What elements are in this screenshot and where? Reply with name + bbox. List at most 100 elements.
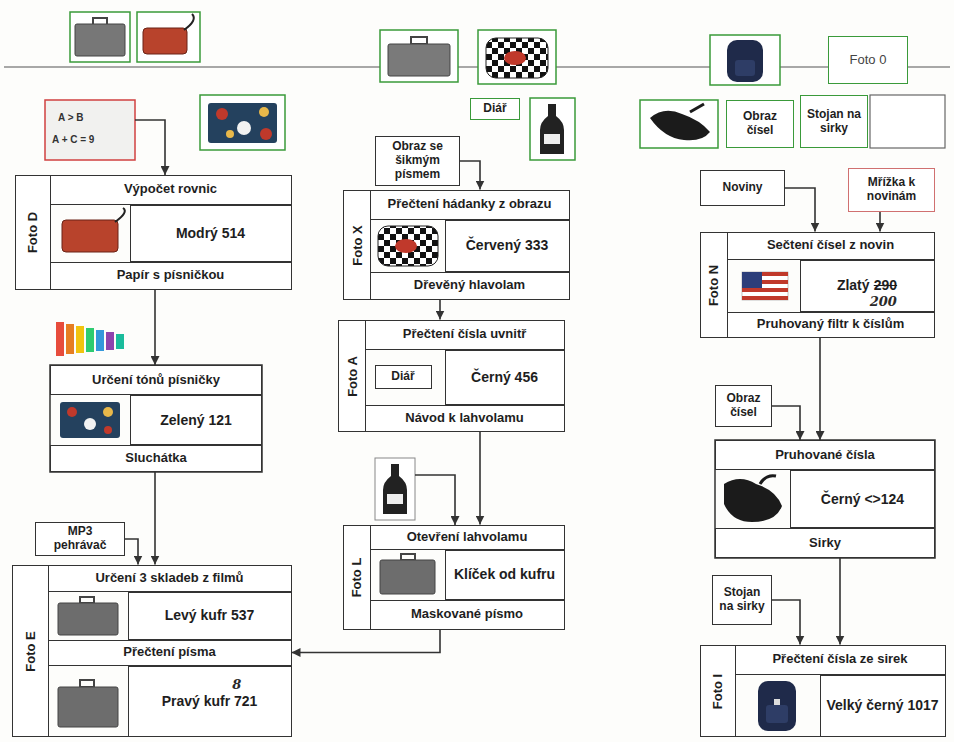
lock-text: Levý kufr 537 (165, 607, 255, 623)
note-text: Stojan na sirky (717, 586, 767, 614)
suitcase-photo (70, 12, 130, 62)
backpack-photo (774, 699, 780, 705)
suitcase-photo (58, 597, 118, 635)
equation-text: A > B (58, 112, 83, 123)
note-text: Mřížka k novinám (853, 176, 930, 204)
xylophone-photo (106, 332, 114, 350)
task-header: Přečtení hádanky z obrazu (370, 190, 570, 220)
flag-photo (742, 288, 788, 292)
equation-paper-photo (45, 100, 135, 160)
suitcase-photo (380, 30, 458, 82)
tin-box-photo (208, 103, 277, 143)
note-box: Obraz čísel (726, 100, 794, 148)
task-text: Sečtení čísel z novin (767, 238, 894, 253)
pouch-photo (137, 12, 200, 62)
note-box: Stojan na sirky (800, 95, 868, 148)
backpack-photo (727, 40, 763, 82)
task-text: Pruhované čísla (775, 448, 875, 463)
picture-arrow (135, 120, 165, 175)
task-header: Otevření lahvolamu (370, 525, 565, 550)
result-text: Přečtení písma (123, 645, 216, 660)
result-footer: Přečtení písma (48, 640, 292, 666)
result-footer: Papír s písničkou (50, 262, 292, 290)
checker-bag-photo (395, 239, 417, 253)
tin-box-photo (84, 418, 96, 430)
backpack-photo (758, 681, 796, 731)
suitcase-photo (58, 680, 118, 727)
result-footer: Návod k lahvolamu (365, 405, 565, 432)
suitcase-photo (80, 680, 94, 687)
lock-text: Pravý kufr 721 (162, 693, 258, 709)
photo-tab-text: Foto E (23, 631, 38, 671)
suitcase-photo (401, 554, 415, 560)
photo-tab-text: Foto N (707, 264, 722, 305)
flag-photo (742, 272, 762, 288)
flow-arrow (460, 161, 480, 190)
task-text: Výpočet rovnic (124, 182, 217, 197)
flag-photo (742, 272, 788, 300)
result-footer: Maskované písmo (370, 600, 565, 630)
note-box: Noviny (700, 170, 785, 206)
photo-tab: Foto E (13, 566, 49, 736)
task-text: Určení tónů písničky (92, 373, 220, 388)
lock-value: Červený 333 (445, 220, 570, 272)
backpack-photo (710, 35, 780, 85)
task-header: Určení 3 skladeb z filmů (48, 565, 292, 592)
flow-arrow (292, 630, 441, 653)
backpack-photo (710, 35, 780, 85)
lock-text: Červený 333 (466, 237, 549, 253)
tin-box-photo (237, 121, 251, 135)
result-text: Sirky (809, 536, 841, 551)
result-text: Návod k lahvolamu (405, 411, 523, 426)
backpack-photo (758, 681, 796, 731)
photo-tab-text: Foto D (26, 212, 41, 253)
photo-tab: Foto D (16, 176, 51, 289)
note-text: Noviny (722, 181, 762, 195)
task-header: Výpočet rovnic (50, 175, 292, 205)
matches-photo (640, 100, 718, 148)
photo-tab: Foto X (344, 191, 371, 299)
tin-box-photo (200, 95, 285, 150)
flag-photo (742, 296, 788, 300)
suitcase-photo (388, 44, 450, 76)
photo-tab-text: Foto L (350, 558, 365, 598)
pouch-photo (62, 208, 125, 252)
lock-text: Černý <>124 (821, 491, 904, 507)
backpack-photo (766, 705, 788, 723)
task-text: Určení 3 skladeb z filmů (95, 571, 243, 586)
note-text: Obraz čísel (720, 392, 767, 420)
bottle-photo (544, 134, 560, 144)
checker-bag-photo (504, 51, 526, 65)
flow-arrow (439, 300, 441, 320)
flow-arrow (479, 432, 481, 525)
divider-line (4, 66, 950, 67)
result-footer: Dřevěný hlavolam (370, 272, 570, 300)
lock-text: Zelený 121 (160, 412, 232, 428)
black-bag-photo (760, 476, 776, 484)
tin-box-photo (260, 128, 272, 140)
tin-box-photo (60, 402, 120, 438)
empty-photo-frame (870, 95, 945, 148)
pouch-photo (62, 220, 118, 252)
task-header: Přečtení čísla uvnitř (365, 320, 565, 350)
xylophone-photo (56, 322, 124, 356)
lock-value: Zelený 121 (130, 395, 262, 445)
bottle-photo (387, 494, 403, 504)
lock-text: Velký černý 1017 (826, 697, 938, 713)
note-text: Foto 0 (850, 53, 887, 68)
note-box: Diář (375, 365, 432, 389)
flow-arrow (819, 338, 821, 441)
photo-tab: Foto I (701, 646, 736, 736)
note-box: MP3 pehrávač (35, 522, 125, 556)
bottle-photo (375, 458, 415, 520)
flag-photo (742, 272, 788, 300)
puzzle-card: Foto DVýpočet rovnicModrý 514Papír s pís… (15, 175, 292, 290)
photo-tab: Foto L (344, 526, 371, 629)
xylophone-photo (86, 328, 94, 352)
flow-arrow (772, 600, 800, 645)
puzzle-card: Foto NSečtení čísel z novinZlatý290Pruho… (700, 232, 935, 338)
xylophone-photo (96, 330, 104, 351)
task-header: Sečtení čísel z novin (727, 232, 935, 260)
photo-tab: Foto A (339, 321, 366, 431)
flow-arrow (772, 406, 800, 440)
